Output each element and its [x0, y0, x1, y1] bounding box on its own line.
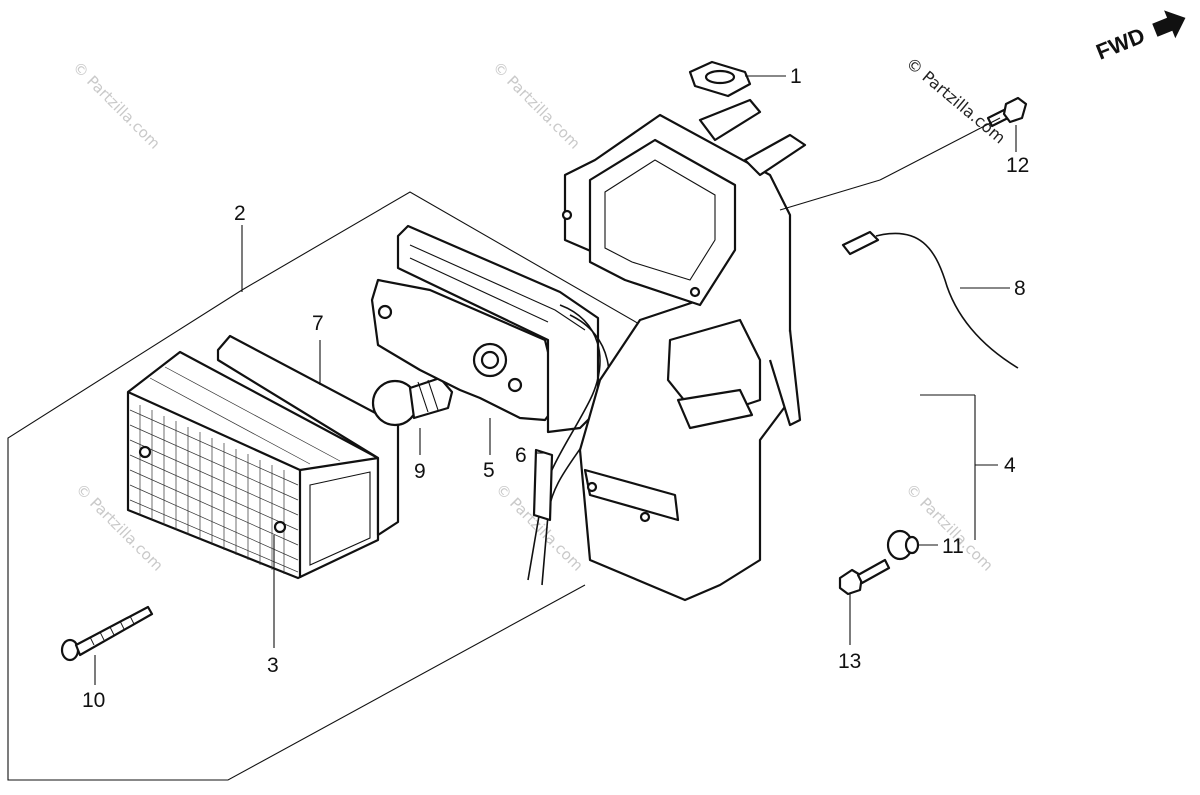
wire-harness [527, 304, 610, 586]
assembly-outline-4 [920, 394, 976, 540]
fwd-label: FWD [1093, 23, 1149, 65]
callout-7: 7 [312, 312, 324, 335]
callout-4: 4 [1004, 454, 1016, 477]
collar-11 [886, 529, 920, 561]
license-bracket [561, 98, 807, 602]
grommet [688, 60, 752, 98]
callout-2: 2 [234, 202, 246, 225]
callout-6: 6 [515, 444, 527, 467]
callout-12: 12 [1006, 154, 1029, 177]
callout-9: 9 [414, 460, 426, 483]
tail-lamp-lens [126, 350, 380, 580]
lens-grid [129, 366, 341, 574]
watermark: © Partzilla.com [69, 58, 164, 153]
callout-11: 11 [942, 535, 964, 558]
lens-gasket [216, 334, 400, 537]
bulb [371, 376, 454, 427]
license-light-wire [841, 230, 1019, 369]
arrow-icon [1152, 10, 1186, 39]
callout-5: 5 [483, 459, 495, 482]
watermark: © Partzilla.com [902, 480, 997, 575]
assembly-outline-2 [7, 191, 661, 781]
watermark: © Partzilla.com [489, 58, 584, 153]
watermark: © Partzilla.com [902, 54, 1009, 148]
lamp-socket-base [370, 278, 562, 422]
fwd-arrow: FWD [1093, 10, 1186, 65]
callouts: 1 2 3 4 5 6 7 8 9 10 11 12 13 [82, 65, 1029, 712]
callout-8: 8 [1014, 277, 1026, 300]
callout-3: 3 [267, 654, 279, 677]
callout-13: 13 [838, 650, 861, 673]
screw-10 [60, 605, 154, 662]
callout-10: 10 [82, 689, 105, 712]
callout-1: 1 [790, 65, 802, 88]
leader-lines [94, 75, 1017, 685]
bolt-13 [838, 558, 891, 596]
